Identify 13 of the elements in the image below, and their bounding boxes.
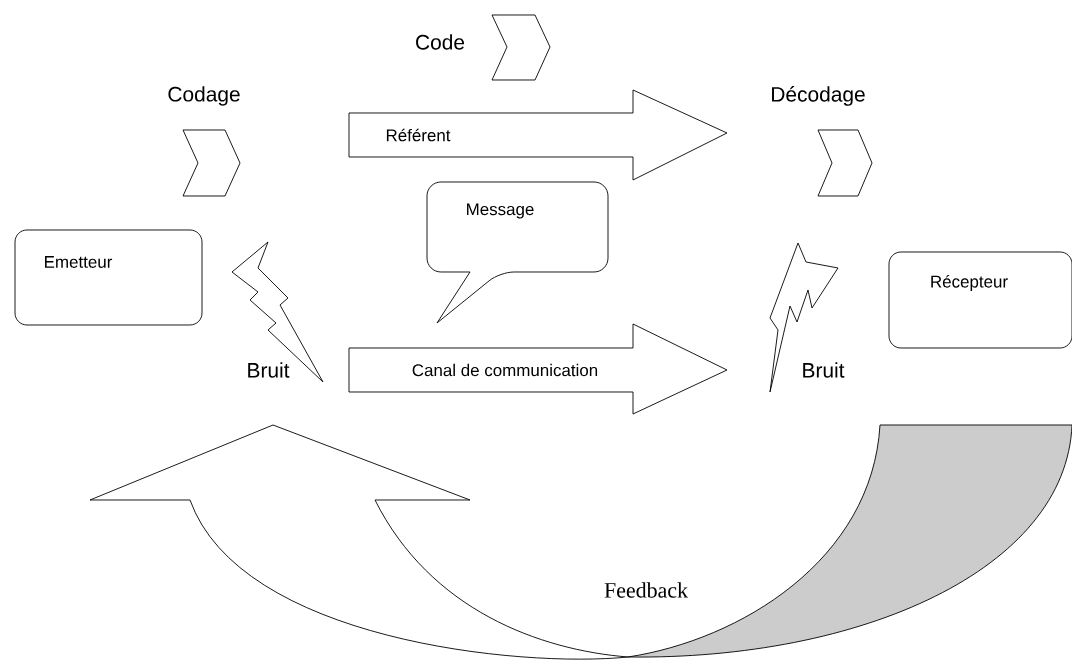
- pointed-banner: Référent: [348, 89, 728, 181]
- node-label: Décodage: [772, 86, 865, 106]
- speech-bubble: Message: [426, 181, 609, 324]
- receiver-box: Récepteur: [888, 251, 1072, 349]
- notched-tag: Décodage: [772, 86, 873, 197]
- sender-box: Emetteur: [14, 229, 203, 326]
- notched-tag: Codage: [168, 86, 241, 197]
- lightning-bolt: Bruit: [231, 241, 324, 383]
- lightning-bolt: Bruit: [769, 242, 845, 393]
- node-label: Codage: [168, 86, 240, 106]
- node-label: Code: [416, 34, 465, 50]
- pointed-banner: Canal de communication: [348, 323, 728, 415]
- notched-tag: Code: [416, 14, 551, 81]
